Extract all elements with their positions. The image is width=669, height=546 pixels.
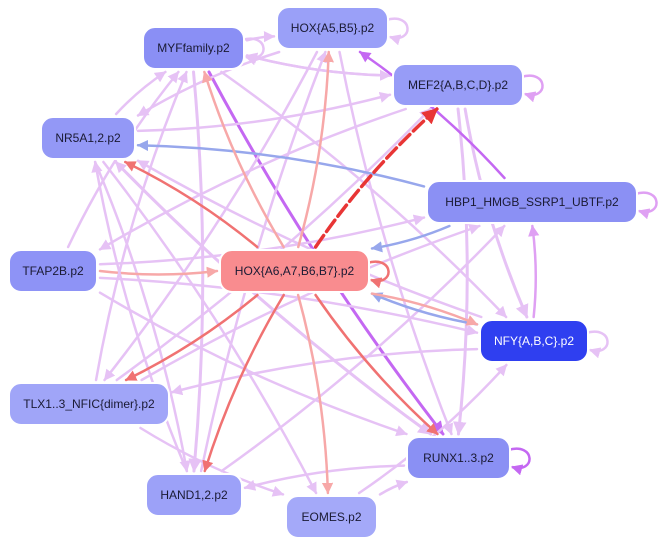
- node-tlx[interactable]: TLX1..3_NFIC{dimer}.p2: [8, 382, 170, 426]
- node-layer: MYFfamily.p2 HOX{A5,B5}.p2MEF2{A,B,C,D}.p…: [8, 6, 638, 539]
- node-box: [285, 495, 378, 539]
- edge-hoxa6-to-nfy: [370, 292, 479, 326]
- node-label: HOX{A6,A7,B6,B7}.p2: [235, 264, 355, 278]
- edge-hand-to-nr5a1: [91, 160, 189, 473]
- node-nfy[interactable]: NFY{A,B,C}.p2: [479, 319, 589, 363]
- edge-tfap2b-to-nfy: [98, 276, 479, 336]
- node-box: [276, 6, 389, 50]
- node-eomes[interactable]: EOMES.p2: [285, 495, 378, 539]
- edge-tfap2b-to-runx: [98, 291, 408, 437]
- self-loop-hoxa5: [385, 17, 409, 46]
- node-box: [40, 116, 136, 160]
- self-loop-runx: [507, 447, 531, 476]
- edge-hoxa6-to-mef2: [313, 107, 439, 249]
- edge-layer: [66, 17, 658, 497]
- node-box: [426, 180, 638, 224]
- edge-hoxa6-to-tlx: [124, 293, 259, 382]
- edge-tfap2b-to-hoxa6: [98, 266, 219, 278]
- edge-nr5a1-to-hand: [93, 160, 191, 473]
- node-box: [145, 473, 243, 517]
- node-label: HBP1_HMGB_SSRP1_UBTF.p2: [445, 195, 619, 209]
- node-box: [406, 436, 511, 480]
- node-label: HOX{A5,B5}.p2: [291, 21, 375, 35]
- self-loop-hbp1: [634, 191, 658, 220]
- node-myf[interactable]: MYFfamily.p2: [142, 26, 245, 70]
- node-box: [8, 249, 98, 293]
- node-label: HAND1,2.p2: [160, 488, 228, 502]
- edge-nr5a1-to-mef2: [136, 91, 392, 133]
- node-label: NFY{A,B,C}.p2: [494, 334, 574, 348]
- node-hoxa5[interactable]: HOX{A5,B5}.p2: [276, 6, 389, 50]
- node-box: [219, 249, 370, 293]
- node-label: TFAP2B.p2: [22, 264, 84, 278]
- self-loop-nfy: [585, 330, 609, 359]
- node-label: TLX1..3_NFIC{dimer}.p2: [23, 397, 155, 411]
- edge-nfy-to-hbp1: [528, 224, 540, 319]
- node-nr5a1[interactable]: NR5A1,2.p2: [40, 116, 136, 160]
- node-runx[interactable]: RUNX1..3.p2: [406, 436, 511, 480]
- node-label: NR5A1,2.p2: [55, 131, 121, 145]
- edge-eomes-to-runx: [378, 479, 409, 496]
- node-hand[interactable]: HAND1,2.p2: [145, 473, 243, 517]
- node-mef2[interactable]: MEF2{A,B,C,D}.p2: [392, 63, 524, 107]
- node-hbp1[interactable]: HBP1_HMGB_SSRP1_UBTF.p2: [426, 180, 638, 224]
- edge-hoxa6-to-hand: [202, 293, 285, 473]
- edge-hoxa6-to-nr5a1: [124, 160, 259, 249]
- node-label: MEF2{A,B,C,D}.p2: [408, 78, 508, 92]
- edge-tlx-to-myf: [94, 70, 188, 382]
- edge-runx-to-nr5a1: [114, 160, 432, 436]
- node-label: EOMES.p2: [301, 510, 361, 524]
- edge-mef2-to-tfap2b: [98, 107, 407, 251]
- edge-nr5a1-to-eomes: [102, 160, 318, 495]
- node-label: RUNX1..3.p2: [423, 451, 494, 465]
- node-tfap2b[interactable]: TFAP2B.p2: [8, 249, 98, 293]
- edge-hoxa6-to-eomes: [296, 293, 334, 495]
- node-box: [392, 63, 524, 107]
- edge-nfy-to-nr5a1: [136, 159, 483, 319]
- edge-hoxa5-to-tlx: [103, 50, 319, 382]
- self-loop-hoxa6: [366, 260, 390, 289]
- edge-tlx-to-hbp1: [140, 223, 481, 382]
- edge-hbp1-to-hoxa6: [370, 224, 451, 253]
- node-box: [479, 319, 589, 363]
- node-hoxa6[interactable]: HOX{A6,A7,B6,B7}.p2: [219, 249, 370, 293]
- self-loop-mef2: [520, 74, 544, 103]
- edge-hoxa6-to-myf: [202, 70, 285, 249]
- edge-hoxa6-to-hoxa5: [297, 50, 335, 249]
- node-box: [8, 382, 170, 426]
- edge-mef2-to-runx: [453, 107, 469, 436]
- edge-nfy-to-tlx: [170, 347, 479, 396]
- edge-hoxa6-to-runx: [314, 293, 439, 436]
- node-box: [142, 26, 245, 70]
- edge-runx-to-hand: [243, 464, 406, 491]
- edge-nr5a1-to-myf: [114, 70, 167, 116]
- edge-hbp1-to-nr5a1: [136, 139, 426, 188]
- self-loop-myf: [241, 37, 265, 66]
- node-label: MYFfamily.p2: [157, 41, 230, 55]
